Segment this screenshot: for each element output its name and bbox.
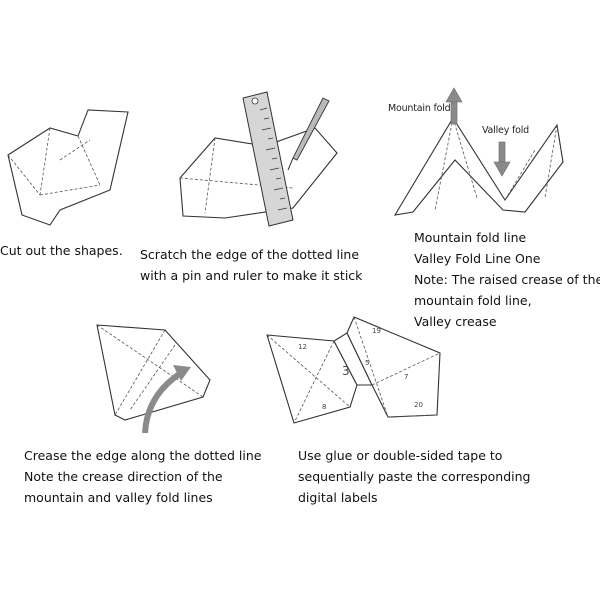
step-3-caption-line: mountain fold line, <box>414 293 532 308</box>
step-3-caption-line: Mountain fold line <box>414 230 527 245</box>
step-2-caption: Scratch the edge of the dotted line with… <box>140 244 362 286</box>
number-label: 20 <box>414 401 423 409</box>
step-5-caption-line: digital labels <box>298 490 378 505</box>
mountain-fold-arrow-icon <box>445 87 463 125</box>
fold-illustration <box>393 87 564 216</box>
step-4-caption: Crease the edge along the dotted line No… <box>24 445 261 508</box>
step-4-caption-line: Crease the edge along the dotted line <box>24 448 262 463</box>
number-label: 7 <box>404 373 408 381</box>
step-4-caption-line: Note the crease direction of the <box>24 469 223 484</box>
numbered-assembly-illustration: 12 19 3 5 7 8 20 <box>266 316 441 424</box>
mountain-fold-label: Mountain fold <box>388 103 451 114</box>
number-label: 5 <box>365 359 369 367</box>
step-3-caption-line: Note: The raised crease of the <box>414 272 600 287</box>
step-3-caption-line: Valley Fold Line One <box>414 251 541 266</box>
valley-fold-arrow-icon <box>493 141 511 177</box>
step-2-caption-line: Scratch the edge of the dotted line <box>140 247 360 262</box>
step-5-caption-line: sequentially paste the corresponding <box>298 469 531 484</box>
cut-out-shape-illustration <box>7 109 129 226</box>
step-2-caption-line: with a pin and ruler to make it stick <box>140 268 363 283</box>
valley-fold-label: Valley fold <box>482 125 529 136</box>
number-label: 12 <box>298 343 307 351</box>
pin-icon <box>287 97 330 171</box>
step-3-caption: Mountain fold line Valley Fold Line One … <box>414 227 600 332</box>
number-label: 19 <box>372 327 381 335</box>
number-label: 3 <box>342 364 350 378</box>
number-label: 8 <box>322 403 326 411</box>
step-1-caption-line: Cut out the shapes. <box>0 243 123 258</box>
step-5-caption-line: Use glue or double-sided tape to <box>298 448 503 463</box>
curved-arrow-icon <box>142 365 191 434</box>
step-5-caption: Use glue or double-sided tape to sequent… <box>298 445 530 508</box>
step-3-caption-line: Valley crease <box>414 314 497 329</box>
ruler-icon <box>242 91 294 227</box>
ruler-and-pin-illustration <box>179 91 338 227</box>
crease-illustration <box>96 324 211 434</box>
step-4-caption-line: mountain and valley fold lines <box>24 490 213 505</box>
step-1-caption: Cut out the shapes. <box>0 240 123 261</box>
